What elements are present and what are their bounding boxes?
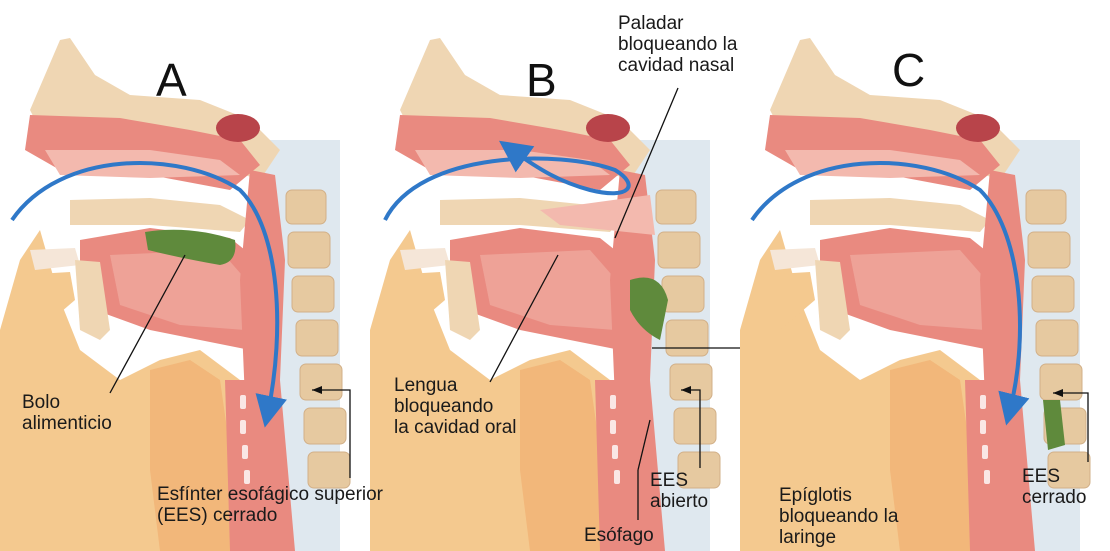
label-esfinter: Esfínter esofágico superior (EES) cerrad… [157, 484, 383, 526]
panel-b-illustration [370, 38, 770, 551]
label-esofago: Esófago [584, 525, 654, 546]
panel-b-letter: B [526, 56, 557, 104]
label-paladar: Paladar bloqueando la cavidad nasal [618, 13, 737, 76]
label-bolo-alimenticio: Bolo alimenticio [22, 392, 112, 434]
panel-a-illustration [0, 38, 350, 551]
label-lengua: Lengua bloqueando la cavidad oral [394, 375, 517, 438]
label-ees-cerrado: EES cerrado [1022, 466, 1086, 508]
label-epiglotis: Epíglotis bloqueando la laringe [779, 485, 898, 548]
label-ees-abierto: EES abierto [650, 470, 708, 512]
panel-c-letter: C [892, 46, 925, 94]
panel-a-letter: A [156, 56, 187, 104]
